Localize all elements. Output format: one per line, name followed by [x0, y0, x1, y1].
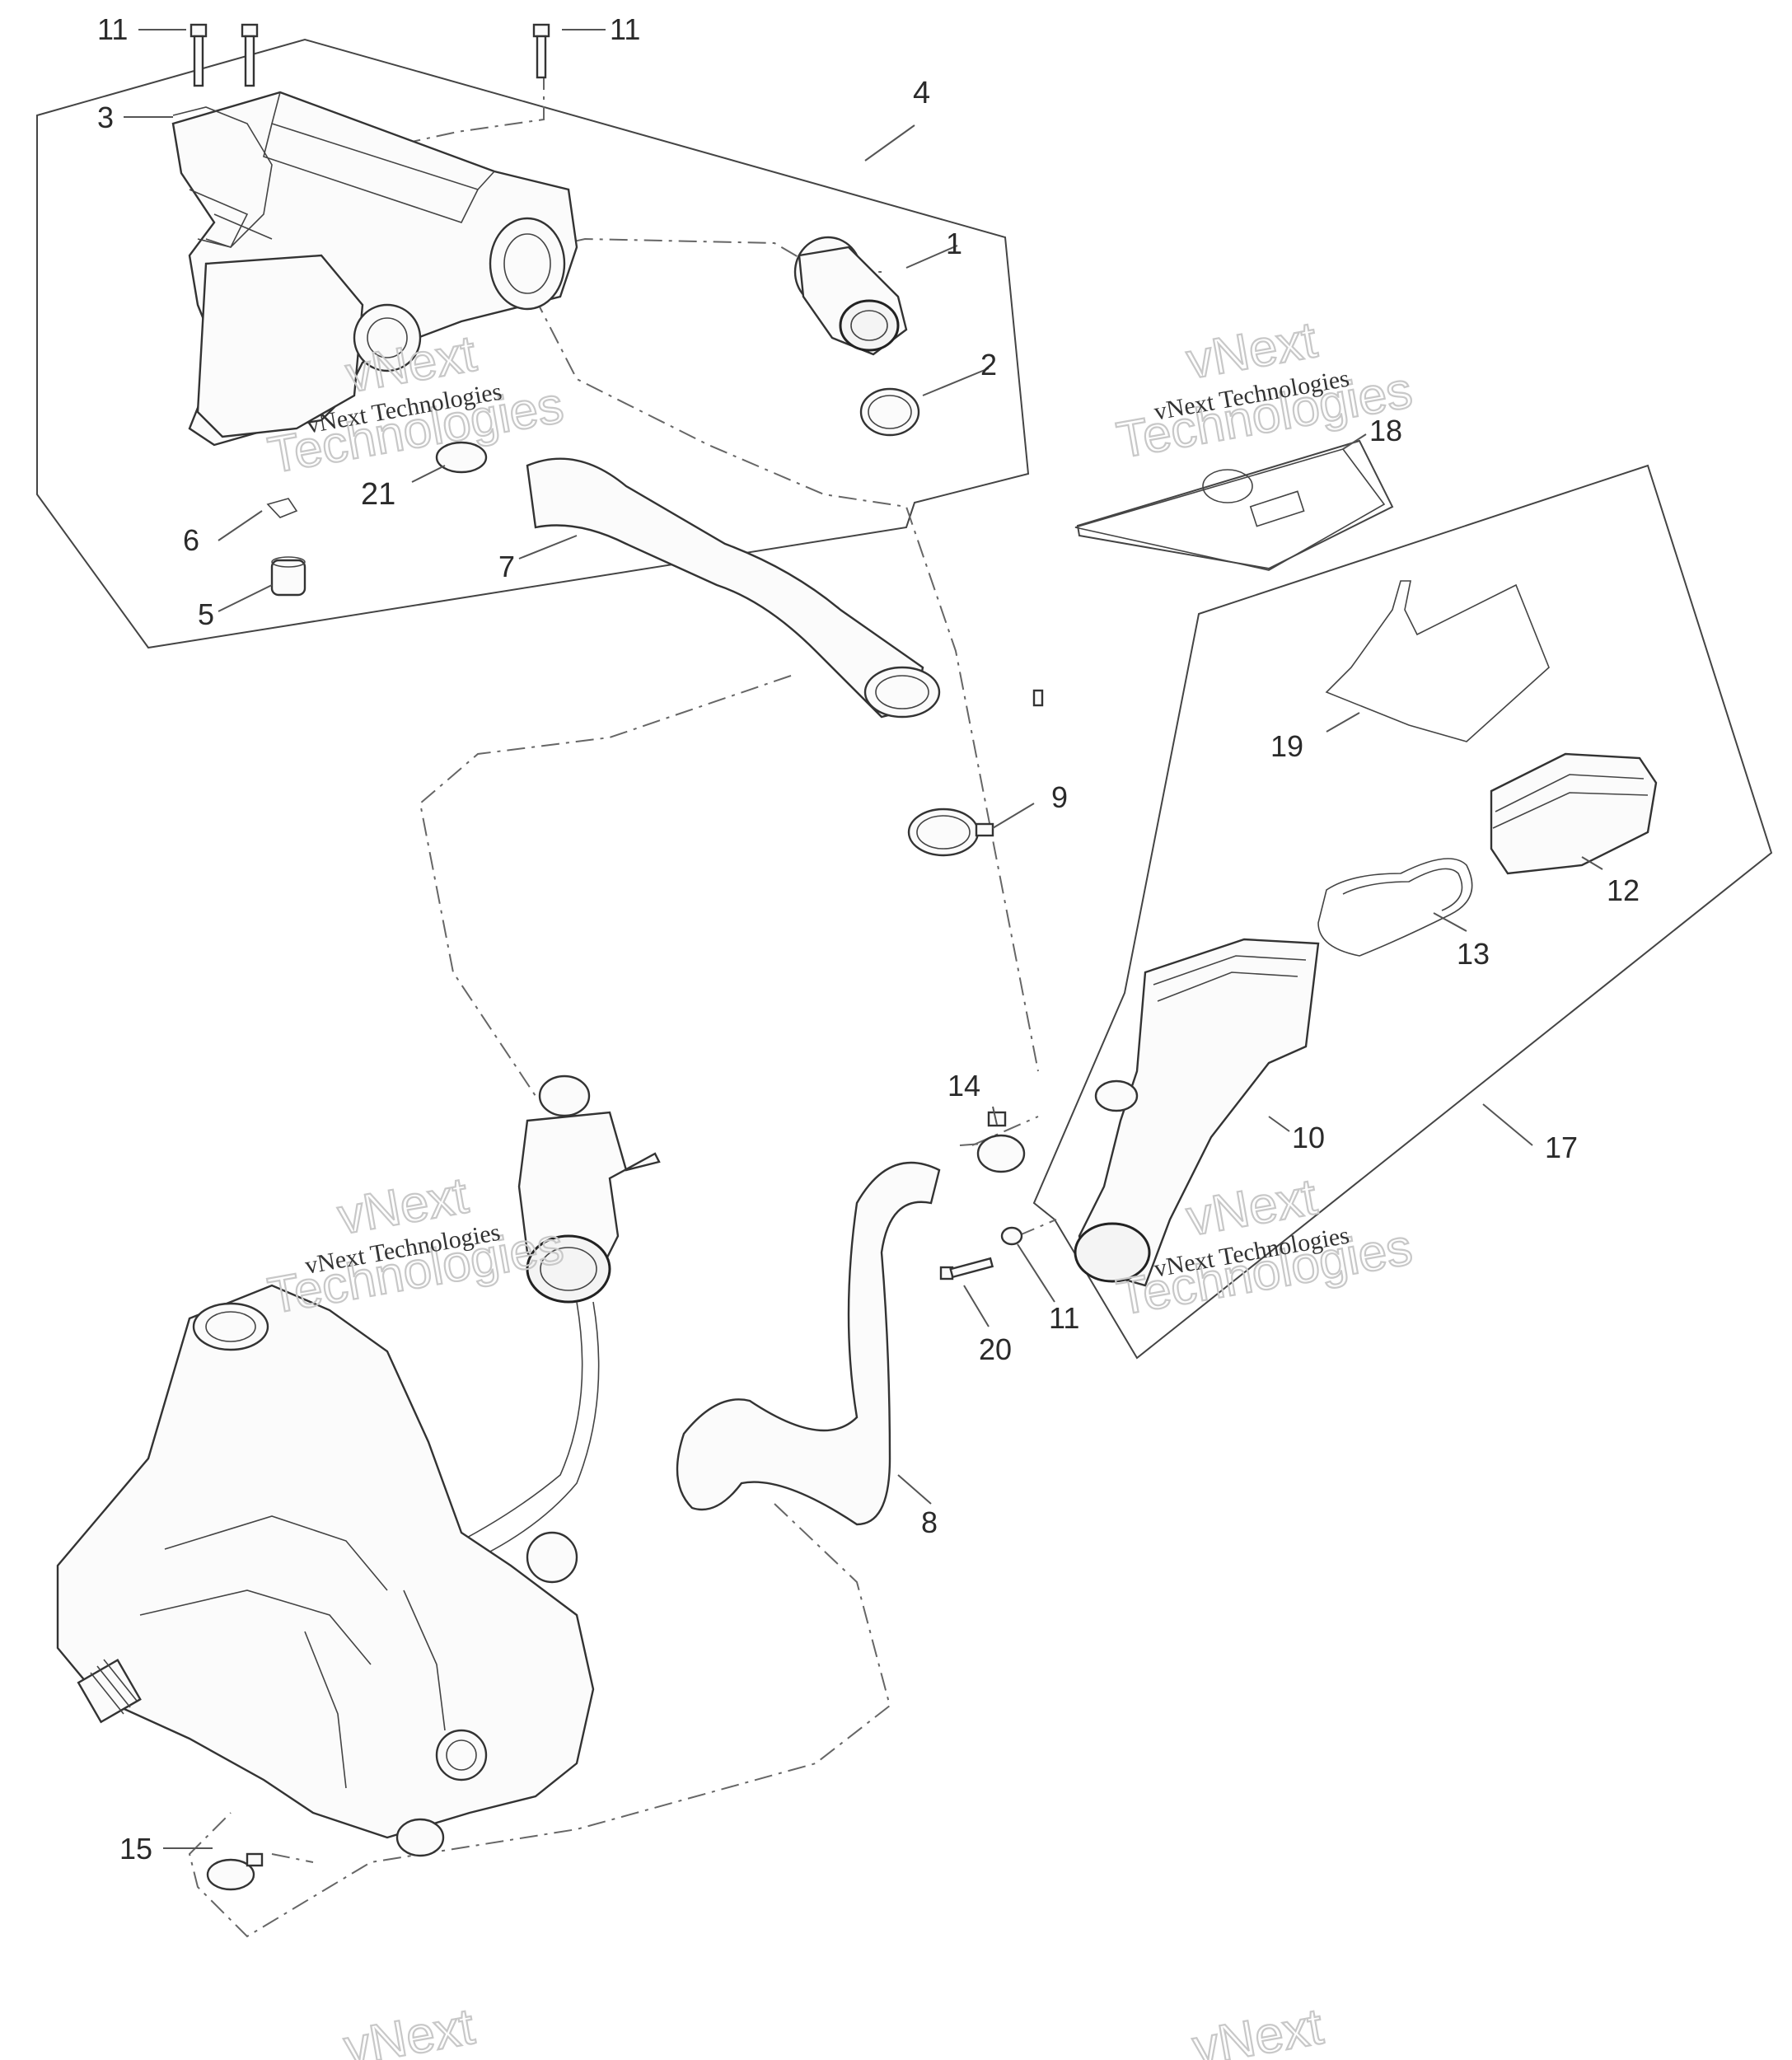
callout-18: 18: [1369, 414, 1402, 447]
callout-5: 5: [198, 597, 214, 631]
callout-21: 21: [361, 477, 395, 512]
callout-20: 20: [979, 1332, 1012, 1366]
callout-9: 9: [1051, 780, 1068, 814]
clamp-15-lower: [206, 1852, 264, 1891]
bracket-3: [172, 106, 273, 248]
callout-19: 19: [1270, 729, 1303, 763]
group-17-border: [1032, 464, 1773, 1360]
vent-line: [443, 1301, 600, 1566]
engine: [56, 1284, 595, 1857]
watermark-bottom-edge-left: vNext: [339, 1997, 479, 2060]
callout-11-left: 11: [97, 12, 128, 46]
callout-3: 3: [97, 101, 114, 134]
callout-7: 7: [498, 550, 515, 583]
group-18-border: [1076, 439, 1394, 570]
airbox-assembly: [171, 91, 578, 447]
callout-15-upper: 14: [947, 1069, 980, 1103]
hose-7: [526, 457, 941, 719]
intake-boot-1: [793, 236, 908, 356]
leader-lines: [124, 29, 1603, 1849]
callout-11-right: 11: [610, 12, 640, 46]
hose-8: [676, 1161, 941, 1526]
callout-1: 1: [946, 227, 962, 260]
bolt-11-right: [532, 23, 550, 79]
decal-18: [1074, 448, 1386, 571]
clamp-21: [435, 441, 488, 474]
group-4-border: [36, 38, 1030, 649]
clamp-2: [859, 387, 920, 437]
callout-4: 4: [913, 76, 930, 110]
callout-6: 6: [183, 523, 199, 557]
callout-14: 13: [1457, 937, 1490, 971]
svg-text:vNext: vNext: [1189, 1998, 1327, 2060]
gasket-14: [1317, 858, 1473, 957]
washer-12: [1000, 1226, 1023, 1246]
callout-labels: 11 11 3 4 1 2 18 21 6 7 5 19 9 12 13 14 …: [97, 12, 1640, 1866]
callout-10: 10: [1292, 1121, 1325, 1154]
clip-6: [266, 498, 298, 518]
clamp-15-upper: [976, 1111, 1026, 1173]
small-fastener: [1032, 689, 1044, 707]
callout-12: 11: [1049, 1301, 1079, 1335]
clamp-9: [907, 808, 994, 857]
svg-text:vNext: vNext: [340, 1998, 479, 2060]
intake-adaptor-10: [1074, 938, 1320, 1287]
callout-2: 2: [980, 348, 997, 382]
engine-spring: [77, 1658, 142, 1724]
air-filter-13: [1490, 752, 1658, 875]
bolt-11-middle: [241, 23, 259, 87]
callout-15-lower: 15: [119, 1832, 152, 1866]
clip-19: [1325, 580, 1550, 742]
drain-plug-5: [270, 556, 306, 597]
bolt-11-left: [189, 23, 208, 87]
callout-8: 8: [921, 1505, 938, 1539]
bolt-20: [939, 1257, 994, 1280]
throttle-body: [517, 1074, 661, 1304]
watermark-bottom-edge-right: vNext: [1187, 1997, 1327, 2060]
callout-17: 17: [1545, 1131, 1578, 1164]
callout-13: 12: [1607, 873, 1640, 907]
